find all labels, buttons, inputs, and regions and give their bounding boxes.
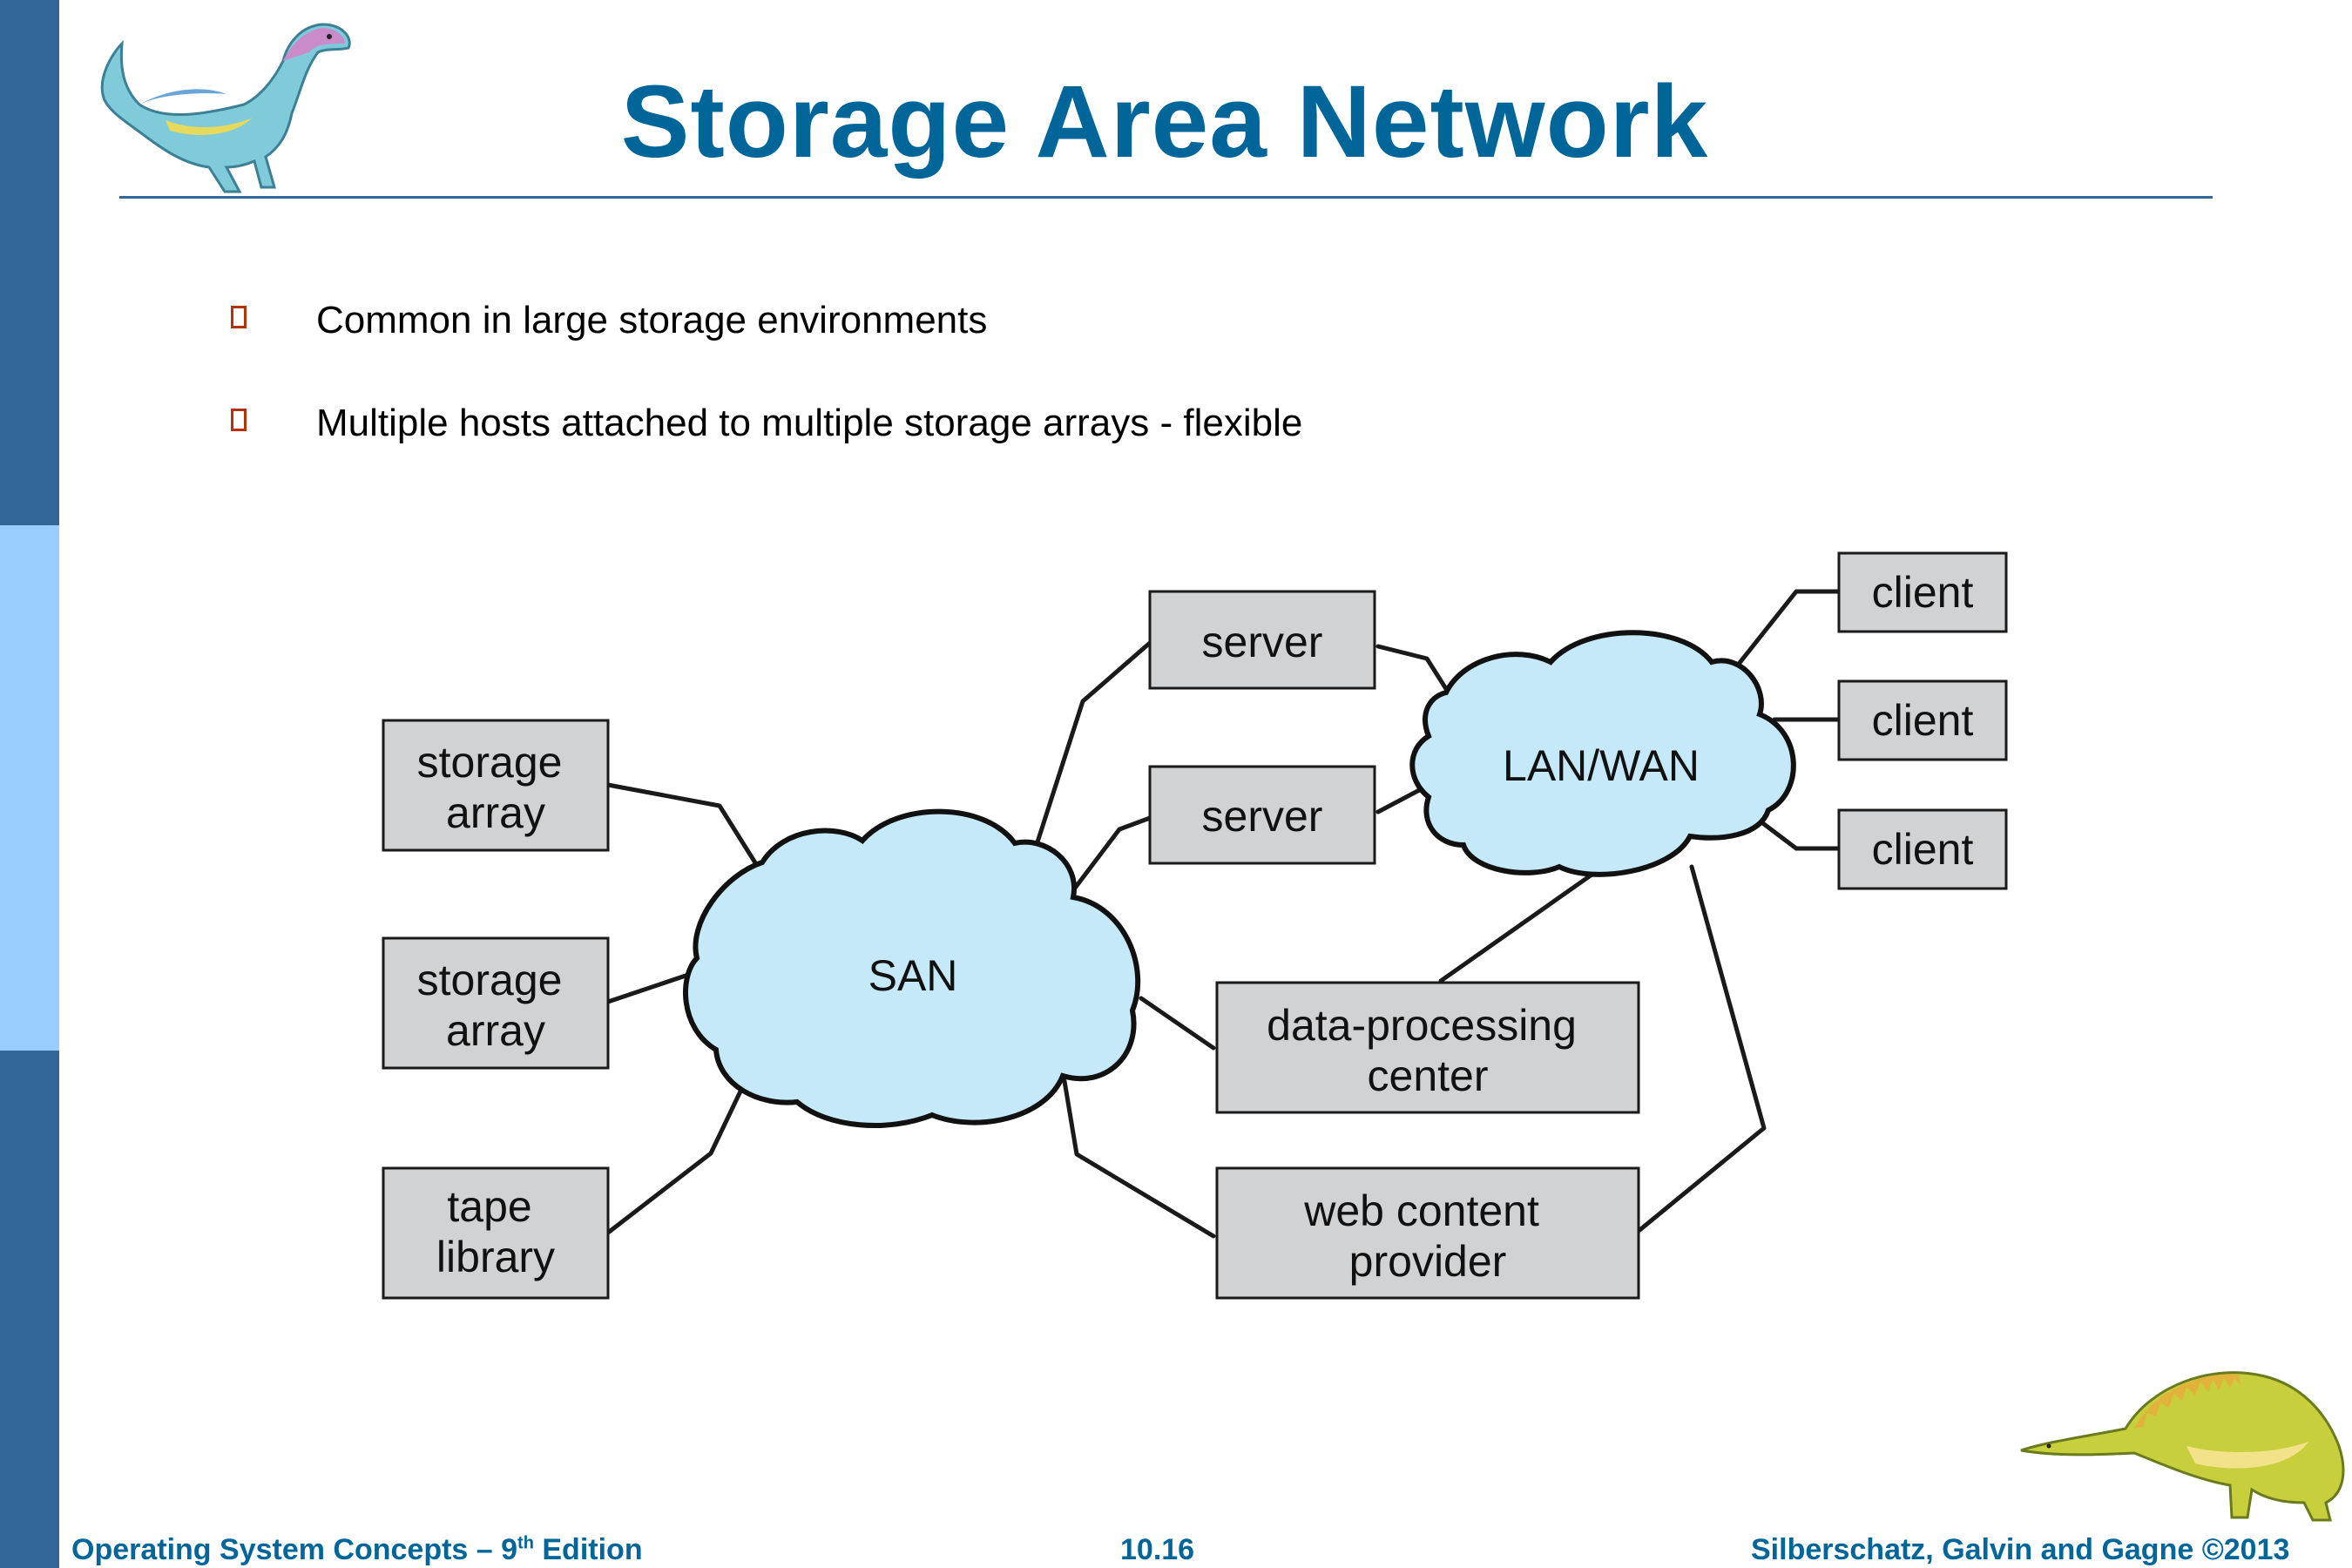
- connector-storage-array-2-san: [605, 970, 696, 1004]
- storage-array-box: [382, 936, 610, 1070]
- bullet-text: Common in large storage environments: [316, 299, 988, 341]
- client-box: [1837, 551, 2008, 633]
- san-label: SAN: [868, 951, 958, 1000]
- connector-san-data-processing: [1139, 996, 1216, 1051]
- connector-lanwan-client-3: [1758, 819, 1842, 851]
- bullet-square-icon: [231, 409, 247, 431]
- web-content-provider-box: [1215, 1166, 1640, 1300]
- slide-title: Storage Area Network: [620, 64, 1709, 179]
- connection-lines: [605, 589, 1842, 1239]
- connector-lanwan-client-1: [1727, 589, 1842, 679]
- server-label: server: [1202, 792, 1323, 841]
- client-label: client: [1872, 568, 1974, 617]
- footer-edition-text: Edition: [533, 1533, 643, 1566]
- sidebar-middle-band: [0, 525, 59, 1051]
- connector-server-1-lanwan: [1375, 644, 1450, 694]
- sidebar-bottom-band: [0, 1051, 59, 1568]
- connector-server-2-lanwan: [1375, 785, 1427, 814]
- client-box: [1837, 679, 2008, 761]
- footer-book-text: Operating System Concepts – 9: [71, 1533, 518, 1566]
- server-label: server: [1202, 618, 1323, 666]
- data-processing-center-label: data-processing center: [1267, 1001, 1589, 1100]
- connector-storage-array-1-san: [605, 782, 759, 867]
- connector-lanwan-data-processing: [1438, 868, 1599, 983]
- data-processing-center-box: [1215, 981, 1640, 1114]
- tape-library-box: [382, 1166, 610, 1300]
- client-label: client: [1872, 825, 1974, 874]
- bullet-text: Multiple hosts attached to multiple stor…: [316, 402, 1303, 444]
- storage-array-label: storage array: [417, 738, 575, 837]
- footer-book-title: Operating System Concepts – 9th Edition: [71, 1533, 643, 1567]
- footer-edition-sup: th: [517, 1533, 534, 1553]
- client-label: client: [1872, 696, 1974, 745]
- dinosaur-logo-top: [100, 23, 351, 193]
- web-content-provider-label: web content provider: [1303, 1186, 1551, 1286]
- footer-copyright: Silberschatz, Galvin and Gagne ©2013: [1751, 1533, 2290, 1566]
- lan-wan-cloud: [1409, 630, 1796, 877]
- client-box: [1837, 808, 2008, 890]
- storage-array-box: [382, 719, 610, 852]
- san-cloud: [683, 808, 1141, 1128]
- connector-tape-library-san: [605, 1074, 750, 1235]
- connector-san-server-1: [1031, 640, 1152, 855]
- sidebar-top-band: [0, 0, 59, 525]
- storage-array-label: storage array: [417, 956, 575, 1055]
- server-box: [1148, 590, 1376, 690]
- lan-wan-label: LAN/WAN: [1503, 741, 1700, 790]
- bullet-square-icon: [231, 306, 247, 328]
- dinosaur-logo-bottom: [2020, 1371, 2345, 1522]
- connector-lanwan-web-content: [1631, 864, 1767, 1238]
- connector-san-server-2: [1065, 815, 1152, 900]
- tape-library-label: tape library: [436, 1182, 555, 1281]
- title-underline: [119, 196, 2213, 199]
- footer-page-number: 10.16: [1120, 1533, 1195, 1566]
- server-box: [1148, 765, 1376, 865]
- connector-san-web-content: [1062, 1078, 1216, 1239]
